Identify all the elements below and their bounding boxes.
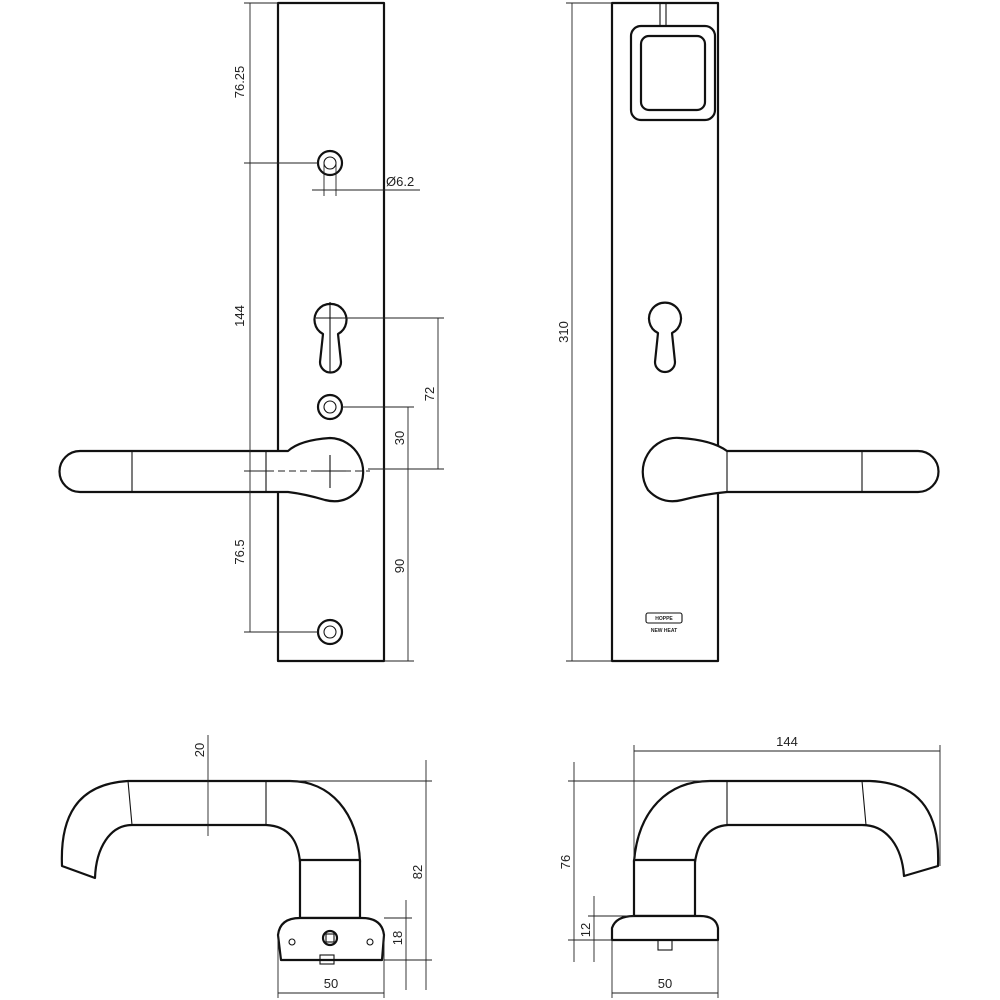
backplate-rear xyxy=(610,1,720,663)
handle-arm-right xyxy=(632,779,940,878)
dim-screw-to-spindle: 30 xyxy=(392,431,407,445)
cylinder-keyhole-rear xyxy=(647,301,683,374)
lever-rear xyxy=(641,436,940,503)
dim-handle-height: 82 xyxy=(410,865,425,879)
base-right xyxy=(610,914,720,942)
dim-hole-diameter: Ø6.2 xyxy=(386,174,414,189)
rose-base-left xyxy=(276,916,386,962)
bottom-screw-hole xyxy=(316,618,344,646)
backplate-front xyxy=(276,1,386,663)
dim-plate-width-left: 50 xyxy=(324,976,338,991)
handle-arm-left xyxy=(60,779,362,880)
dim-handle-length: 144 xyxy=(776,734,798,749)
dim-top-hole-offset: 76.25 xyxy=(232,66,247,99)
dim-cylinder-to-spindle: 72 xyxy=(422,387,437,401)
handle-neck-left xyxy=(298,858,362,920)
front-view: 76.25 144 76.5 Ø6.2 72 30 90 xyxy=(58,1,444,663)
dim-handle-height-right: 76 xyxy=(558,855,573,869)
rear-view: HOPPE NEW HEAT 310 xyxy=(556,1,940,663)
dim-spindle-to-bottom-edge: 90 xyxy=(392,559,407,573)
middle-screw-hole xyxy=(316,393,344,421)
side-view-left: 20 82 18 50 xyxy=(60,735,432,998)
dim-plate-height: 310 xyxy=(556,321,571,343)
handle-neck-right xyxy=(632,858,697,918)
dim-hole-spacing: 144 xyxy=(232,305,247,327)
brand-logo: HOPPE NEW HEAT xyxy=(645,612,683,634)
dim-base-height: 12 xyxy=(578,923,593,937)
logo-caption: NEW HEAT xyxy=(651,628,677,634)
lever-front xyxy=(58,436,365,503)
top-screw-hole xyxy=(316,149,344,177)
dim-plate-width-right: 50 xyxy=(658,976,672,991)
logo-mark: HOPPE xyxy=(655,616,673,622)
cylinder-keyhole-front xyxy=(313,302,348,374)
dim-rose-height: 18 xyxy=(390,931,405,945)
dim-spindle-to-bottom-hole: 76.5 xyxy=(232,539,247,564)
side-view-right: 144 76 12 50 xyxy=(558,734,941,998)
top-recess xyxy=(629,3,717,122)
dim-handle-thickness: 20 xyxy=(192,743,207,757)
